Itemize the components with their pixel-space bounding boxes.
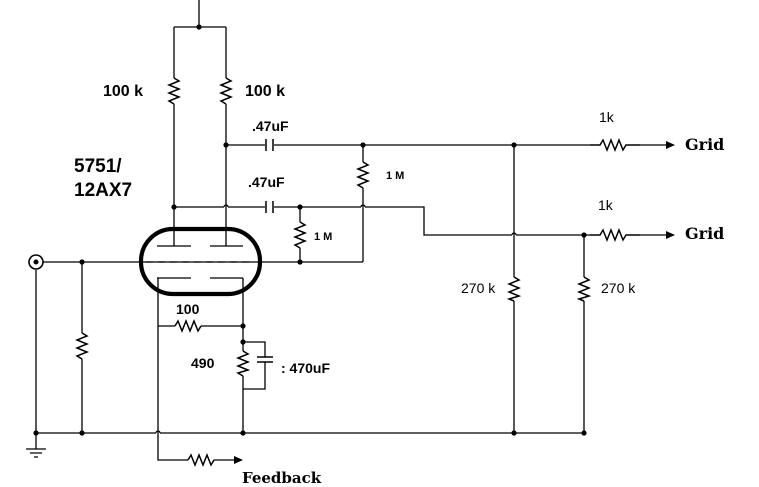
label-cap-mid: .47uF	[248, 174, 285, 190]
label-r-plate-right: 100 k	[245, 83, 285, 100]
capacitors	[257, 139, 274, 363]
label-r-cathode: 490	[191, 355, 215, 371]
wires	[35, 0, 590, 461]
resistor-490	[235, 350, 251, 377]
label-r-plate-left: 100 k	[103, 83, 143, 100]
resistor-270k-right	[576, 276, 592, 302]
output-arrows	[234, 141, 675, 464]
resistor-input	[74, 332, 90, 360]
wire-crossings	[155, 204, 517, 434]
resistor-1k-bottom	[590, 227, 640, 243]
resistor-plate-right	[218, 77, 234, 105]
label-r-stop-top: 1k	[599, 109, 615, 125]
resistor-100	[174, 318, 202, 334]
label-r-cathode-top: 100	[176, 301, 200, 317]
label-out-bottom: Grid	[685, 224, 724, 243]
label-cap-top: .47uF	[252, 118, 289, 134]
label-r-stop-bottom: 1k	[598, 197, 614, 213]
label-r-tail-left: 270 k	[461, 280, 496, 296]
ground-symbol	[26, 433, 46, 458]
label-r-grid-top: 1 M	[386, 170, 404, 182]
label-feedback: Feedback	[242, 469, 322, 487]
labels: 100 k 100 k 5751/ 12AX7 .47uF .47uF 1 M …	[74, 83, 724, 487]
resistors	[74, 77, 640, 468]
resistor-1m-upper	[355, 161, 371, 189]
input-jack	[28, 254, 44, 270]
resistor-1m-lower	[292, 221, 308, 249]
resistor-feedback	[187, 452, 215, 468]
label-out-top: Grid	[685, 135, 724, 154]
label-c-cathode: : 470uF	[281, 360, 330, 376]
label-tube-line-2: 12AX7	[74, 180, 132, 201]
label-r-grid-bottom: 1 M	[314, 231, 332, 243]
resistor-1k-top	[590, 137, 640, 153]
resistor-270k-left	[506, 276, 522, 302]
tube-12ax7	[138, 226, 263, 297]
label-tube-line-1: 5751/	[74, 156, 122, 177]
resistor-plate-left	[166, 77, 182, 105]
junction-dots	[33, 24, 587, 436]
label-r-tail-right: 270 k	[601, 280, 636, 296]
